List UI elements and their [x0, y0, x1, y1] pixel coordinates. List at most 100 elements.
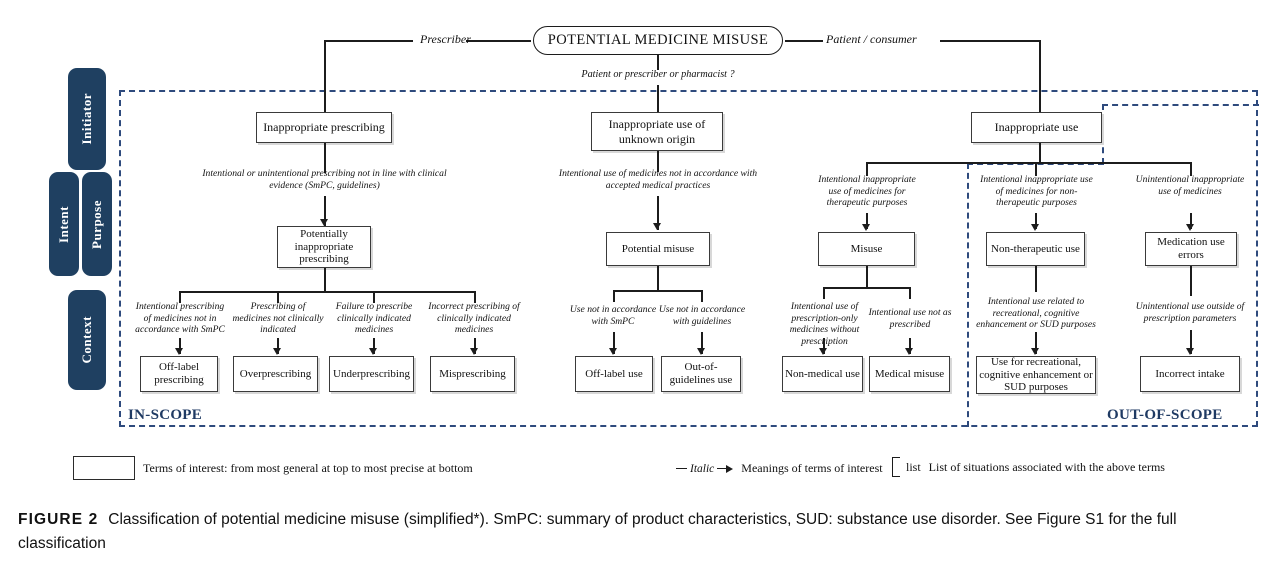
- prescribing-leaf-arrow-4: [470, 348, 478, 355]
- node-potential-misuse: Potential misuse: [606, 232, 710, 266]
- meduse-edge: [1190, 266, 1192, 296]
- prescribing-fan-bar: [179, 291, 475, 293]
- out-of-scope-left-edge-lower: [967, 163, 969, 427]
- misuse-leaf-edge-2: [909, 338, 911, 354]
- legend-italic-arrow-icon: Italic: [676, 462, 734, 475]
- misuse-leaf-arrow-1: [819, 348, 827, 355]
- sidebar-item-context[interactable]: Context: [68, 290, 106, 390]
- unknown-fan-bar: [613, 290, 702, 292]
- misuse-fan-stem: [866, 266, 868, 288]
- prescribing-edge1: [324, 143, 326, 173]
- unknown-arrow-1: [653, 223, 661, 230]
- node-underprescribing: Underprescribing: [329, 356, 414, 392]
- nontherapeutic-leaf-arrow: [1031, 348, 1039, 355]
- legend-list-text: List of situations associated with the a…: [928, 459, 1165, 474]
- prescribing-leaf-edge-3: [373, 338, 375, 354]
- root-right-connector-a: [785, 40, 823, 42]
- legend-bracket-icon: [892, 457, 900, 477]
- root-center-question: Patient or prescriber or pharmacist ?: [581, 69, 735, 80]
- legend: Terms of interest: from most general at …: [0, 452, 1276, 488]
- prescribing-leaf-arrow-1: [175, 348, 183, 355]
- use-sub-meaning-2: Intentional inappropriate use of medicin…: [980, 174, 1093, 209]
- misuse-fan-bar: [823, 287, 910, 289]
- use-fan-drop-2: [1035, 162, 1037, 176]
- misuse-fan-drop-1: [823, 287, 825, 299]
- root-right-edge-label: Patient / consumer: [826, 32, 917, 46]
- sidebar-item-label: Context: [79, 316, 94, 364]
- sidebar-item-label: Purpose: [89, 199, 104, 249]
- sidebar-item-label: Intent: [56, 205, 71, 243]
- node-non-medical-use: Non-medical use: [782, 356, 863, 392]
- node-overprescribing: Overprescribing: [233, 356, 318, 392]
- prescribing-leaf-arrow-2: [273, 348, 281, 355]
- sidebar-item-label: Initiator: [79, 93, 94, 145]
- out-of-scope-label: OUT-OF-SCOPE: [1107, 407, 1223, 423]
- node-inappropriate-use-unknown-origin: Inappropriate use of unknown origin: [591, 112, 723, 151]
- prescribing-leaf-meaning-2: Prescribing of medicines not clinically …: [232, 301, 324, 336]
- use-fan-drop-1: [866, 162, 868, 176]
- misuse-leaf-edge-1: [823, 338, 825, 354]
- prescribing-leaf-meaning-4: Incorrect prescribing of clinically indi…: [428, 301, 520, 336]
- nontherapeutic-edge-2: [1035, 332, 1037, 354]
- unknown-leaf-arrow-1: [609, 348, 617, 355]
- unknown-fan-drop-1: [613, 290, 615, 302]
- in-scope-label: IN-SCOPE: [128, 407, 203, 423]
- meduse-edge-2: [1190, 330, 1192, 354]
- legend-arrow-stem-icon: [717, 467, 727, 470]
- unknown-leaf-edge-2: [701, 332, 703, 354]
- root-right-connector-b: [940, 40, 1040, 42]
- root-center-down-b: [657, 85, 659, 121]
- unknown-fan-drop-2: [701, 290, 703, 302]
- legend-list-word: list: [906, 459, 921, 474]
- node-non-therapeutic-use: Non-therapeutic use: [986, 232, 1085, 266]
- prescribing-leaf-meaning-3: Failure to prescribe clinically indicate…: [335, 301, 413, 336]
- legend-italic-word: Italic: [690, 462, 715, 475]
- sidebar-item-purpose[interactable]: Purpose: [82, 172, 112, 276]
- legend-arrow-head-icon: [726, 464, 734, 473]
- misuse-leaf-meaning-2: Intentional use not as prescribed: [868, 307, 952, 330]
- root-node: POTENTIAL MEDICINE MISUSE: [533, 26, 783, 55]
- node-incorrect-intake: Incorrect intake: [1140, 356, 1240, 392]
- prescribing-edge2: [324, 196, 326, 226]
- prescribing-leaf-edge-1: [179, 338, 181, 354]
- nontherapeutic-leaf-meaning: Intentional use related to recreational,…: [976, 296, 1096, 331]
- use-fan-drop-3: [1190, 162, 1192, 176]
- root-center-down-a: [657, 55, 659, 70]
- misuse-leaf-arrow-2: [905, 348, 913, 355]
- legend-box-icon: [73, 456, 135, 480]
- prescribing-leaf-edge-2: [277, 338, 279, 354]
- misuse-leaf-meaning-1: Intentional use of prescription-only med…: [789, 301, 860, 347]
- meduse-leaf-arrow: [1186, 348, 1194, 355]
- use-fan-bar: [866, 162, 1191, 164]
- prescribing-meaning-1: Intentional or unintentional prescribing…: [202, 168, 447, 191]
- node-potentially-inappropriate-prescribing: Potentially inappropriate prescribing: [277, 226, 371, 268]
- use-sub-arrow-1: [862, 224, 870, 231]
- unknown-leaf-edge-1: [613, 332, 615, 354]
- node-inappropriate-prescribing: Inappropriate prescribing: [256, 112, 392, 143]
- unknown-leaf-meaning-1: Use not in accordance with SmPC: [569, 304, 657, 327]
- out-of-scope-top-edge-right: [1102, 104, 1259, 106]
- node-use-for-recreational-cognitive-sud: Use for recreational, cognitive enhancem…: [976, 356, 1096, 394]
- sidebar-item-intent[interactable]: Intent: [49, 172, 79, 276]
- prescribing-fan-stem: [324, 268, 326, 292]
- prescribing-fan-drop-2: [277, 291, 279, 303]
- unknown-meaning-1: Intentional use of medicines not in acco…: [558, 168, 758, 191]
- node-misuse: Misuse: [818, 232, 915, 266]
- use-sub-edge-1: [866, 213, 868, 229]
- root-left-edge-label: Prescriber: [420, 32, 471, 46]
- figure-caption-text: Classification of potential medicine mis…: [18, 511, 1177, 553]
- node-inappropriate-use: Inappropriate use: [971, 112, 1102, 143]
- prescribing-fan-drop-4: [474, 291, 476, 303]
- legend-dash-icon: [676, 467, 687, 470]
- root-left-connector-a: [466, 40, 531, 42]
- legend-item-meanings: Italic Meanings of terms of interest: [676, 461, 883, 476]
- use-sub-meaning-3: Unintentional inappropriate use of medic…: [1135, 174, 1245, 197]
- use-sub-arrow-3: [1186, 224, 1194, 231]
- legend-terms-text: Terms of interest: from most general at …: [143, 460, 473, 475]
- sidebar-item-initiator[interactable]: Initiator: [68, 68, 106, 170]
- use-sub-edge-3: [1190, 213, 1192, 229]
- in-scope-region: [119, 90, 1258, 427]
- legend-meanings-text: Meanings of terms of interest: [741, 461, 883, 475]
- root-left-connector-b: [324, 40, 413, 42]
